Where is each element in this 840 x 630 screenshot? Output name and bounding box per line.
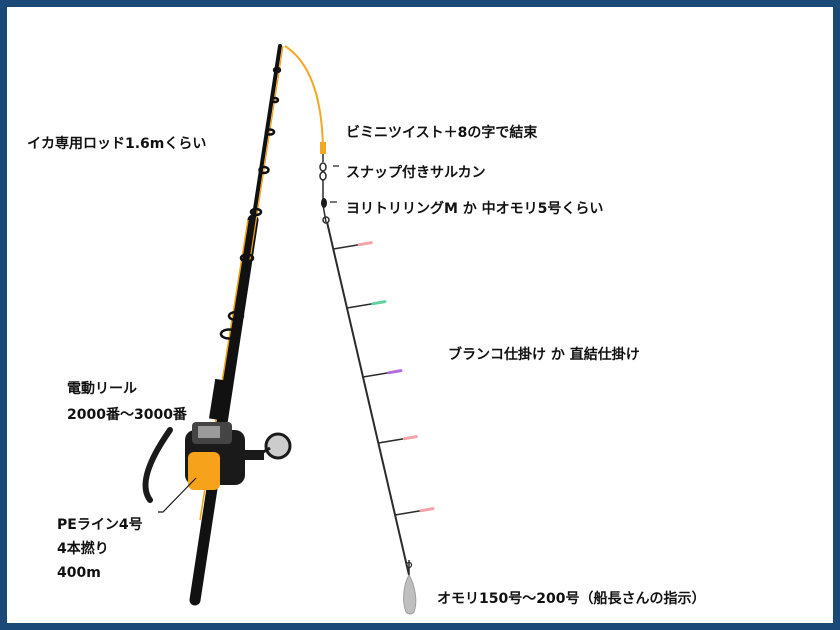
fishing-rod-icon [189,44,284,606]
squid-lure-icon [371,300,387,306]
ring-label: ヨリトリリングM か 中オモリ5号くらい [346,201,604,217]
squid-lure-icon [357,241,373,247]
rig-label: ブランコ仕掛け か 直結仕掛け [448,347,640,363]
knot-label: ビミニツイスト＋8の字で結束 [346,125,538,141]
swivel-icon [319,162,327,195]
branch-leader [394,507,435,516]
snap-label: スナップ付きサルカン [346,165,486,181]
squid-lure-icon [419,507,435,513]
branch-group [333,241,435,516]
branch-leader [333,241,373,250]
reel-name-label: 電動リール [67,381,137,397]
leader-line [284,45,324,151]
pe-strand-label: 4本撚り [57,541,109,557]
electric-reel-icon [142,422,292,503]
mainline [326,221,410,576]
rig-illustration [142,44,435,615]
squid-lure-icon [402,435,418,441]
sinker-label: オモリ150号～200号（船長さんの指示） [437,591,706,607]
pointer-lines [158,165,339,513]
rod-label: イカ専用ロッド1.6mくらい [27,136,207,152]
pe-length-label: 400m [57,565,101,581]
knot-mark [320,142,326,154]
reel-size-label: 2000番～3000番 [67,407,187,423]
sinker-icon [403,560,417,615]
branch-leader [346,300,387,309]
ring-icon [321,195,330,224]
branch-leader [378,435,418,444]
pe-line-label: PEライン4号 [57,517,143,533]
branch-leader [362,369,403,378]
squid-lure-icon [387,369,403,375]
